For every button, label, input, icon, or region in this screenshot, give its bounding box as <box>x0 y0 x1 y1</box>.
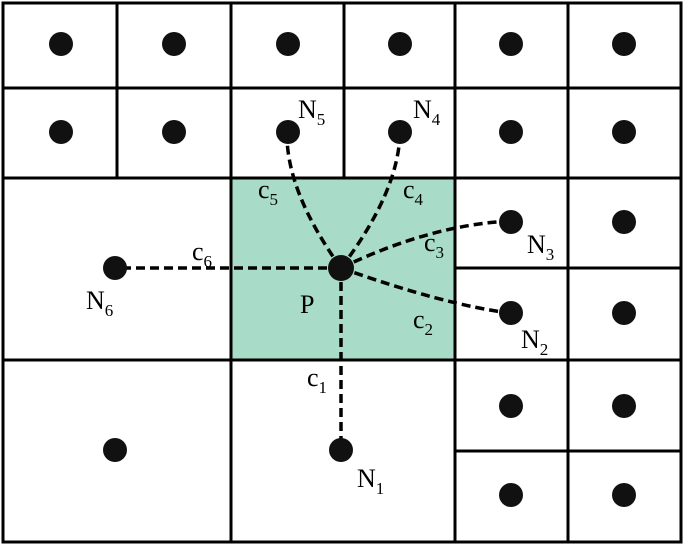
label-c4: c4 <box>403 175 424 209</box>
node <box>612 120 636 144</box>
node-n6 <box>103 256 127 280</box>
node <box>49 32 73 56</box>
connector-n3 <box>340 219 511 270</box>
node-n4 <box>388 120 412 144</box>
node <box>499 483 523 507</box>
node-n1 <box>329 438 353 462</box>
connector-lines <box>115 129 511 450</box>
label-c3: c3 <box>424 228 444 262</box>
label-c5: c5 <box>258 175 278 209</box>
node <box>499 32 523 56</box>
label-n5: N5 <box>298 95 325 129</box>
label-p: P <box>300 290 314 319</box>
node <box>612 483 636 507</box>
node <box>162 120 186 144</box>
label-c1: c1 <box>307 363 327 397</box>
node-n5 <box>276 120 300 144</box>
node <box>49 120 73 144</box>
node-n3 <box>499 210 523 234</box>
label-n1: N1 <box>357 464 384 498</box>
node-p <box>328 255 354 281</box>
node <box>612 210 636 234</box>
node <box>612 301 636 325</box>
label-n4: N4 <box>413 95 441 129</box>
node <box>162 32 186 56</box>
node <box>103 438 127 462</box>
connector-n2 <box>340 266 511 315</box>
label-n6: N6 <box>86 286 113 320</box>
label-n2: N2 <box>521 325 548 359</box>
node <box>612 394 636 418</box>
label-c2: c2 <box>413 305 433 339</box>
node-n2 <box>499 301 523 325</box>
node <box>612 32 636 56</box>
node <box>276 32 300 56</box>
connector-n4 <box>339 129 402 270</box>
cell-centre-nodes <box>49 32 636 507</box>
label-c6: c6 <box>192 237 212 271</box>
labels: P N1 N2 N3 N4 N5 N6 c1 c2 c3 c4 c5 c6 <box>86 95 554 498</box>
node <box>499 120 523 144</box>
node <box>499 394 523 418</box>
label-n3: N3 <box>527 230 554 264</box>
node <box>388 32 412 56</box>
connector-n5 <box>285 129 343 270</box>
